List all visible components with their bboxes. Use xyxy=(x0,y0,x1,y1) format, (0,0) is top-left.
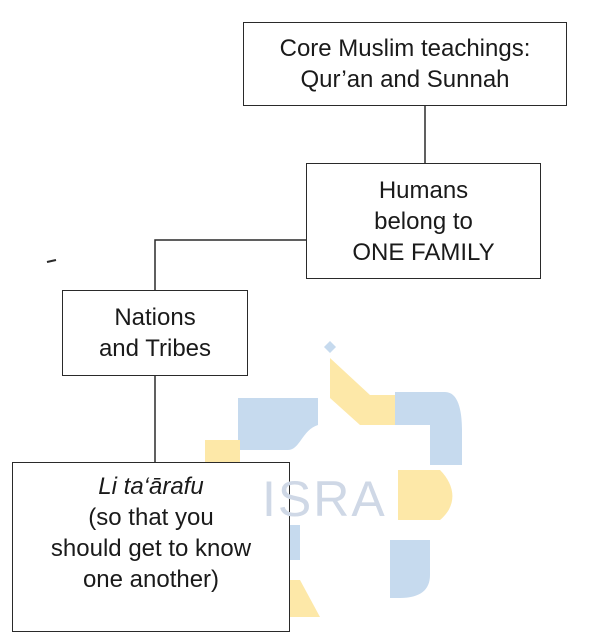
node-nations-line-2: and Tribes xyxy=(98,335,212,362)
connector-lines xyxy=(46,106,426,462)
node-lita-line-3: one another) xyxy=(82,566,220,593)
watermark-blue-shape-bottom-right xyxy=(390,540,430,598)
node-nations-line-1: Nations xyxy=(114,304,196,331)
connector-family-nations xyxy=(154,239,306,290)
node-core-teachings: Core Muslim teachings: Qur’an and Sunnah xyxy=(243,22,567,106)
watermark-blue-shape-top xyxy=(238,398,318,450)
node-nations-tribes: Nations and Tribes xyxy=(62,290,248,376)
node-family-line-3: ONE FAMILY xyxy=(352,238,495,266)
watermark-blue-shape-right xyxy=(395,392,462,465)
node-lita-line-1: (so that you xyxy=(88,504,214,531)
node-family-line-1: Humans xyxy=(378,176,469,204)
hierarchy-diagram: Core Muslim teachings: Qur’an and Sunnah… xyxy=(12,22,567,632)
node-li-taarafu: Li ta‘ārafu (so that you should get to k… xyxy=(12,462,290,632)
node-lita-line-2: should get to know xyxy=(50,535,252,562)
node-core-line-1: Core Muslim teachings: xyxy=(279,35,531,62)
node-core-line-2: Qur’an and Sunnah xyxy=(300,66,510,93)
watermark-blue-diamond xyxy=(324,341,336,353)
watermark-gold-shape-top xyxy=(330,358,395,425)
stray-dash-mark xyxy=(46,259,57,263)
node-one-family: Humans belong to ONE FAMILY xyxy=(306,163,541,279)
node-family-line-2: belong to xyxy=(374,207,473,235)
watermark-gold-shape-right xyxy=(398,470,453,520)
isra-watermark-text: ISRA xyxy=(262,471,387,527)
node-lita-title: Li ta‘ārafu xyxy=(98,473,204,500)
